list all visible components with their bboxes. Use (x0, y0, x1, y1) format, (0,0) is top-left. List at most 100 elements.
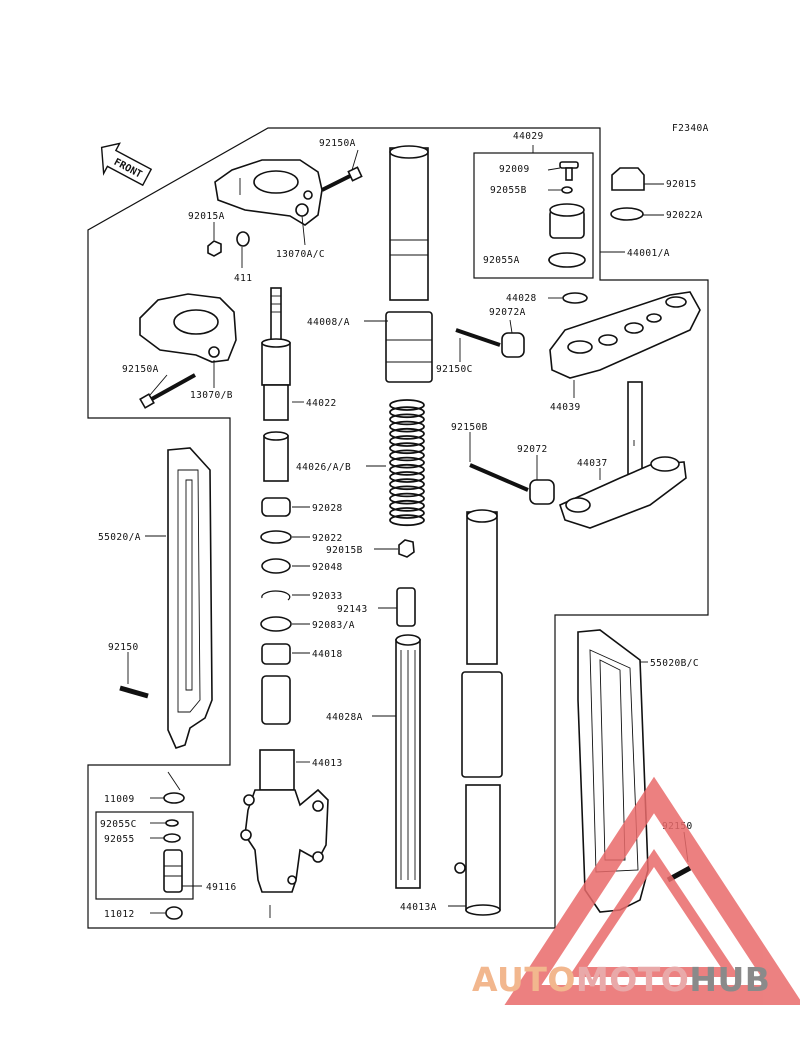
fork-tube-44013 (240, 675, 329, 918)
part-label: 55020B/C (650, 658, 699, 669)
spring-coil (389, 463, 425, 476)
part-label: 92022 (312, 533, 343, 544)
watermark-text: AUTOMOTOHUB (472, 960, 770, 999)
spring-coil (389, 514, 425, 527)
bolt-92150B (469, 463, 529, 492)
spring-coil (389, 499, 425, 512)
clip-92033 (261, 590, 291, 601)
part-label: 92055A (483, 255, 520, 266)
bolt-92150A-lower (139, 373, 196, 409)
part-label: 44018 (312, 649, 343, 660)
bolt-92150-left (119, 685, 149, 699)
part-label: 92033 (312, 591, 343, 602)
part-label: 55020/A (98, 532, 141, 543)
part-label: 44022 (306, 398, 337, 409)
spring-coil (389, 427, 425, 440)
washer-11009 (163, 792, 185, 804)
washer-92022A (610, 207, 644, 221)
clamp-92072A (501, 332, 525, 358)
spring-coil (389, 492, 425, 505)
clamp-92072 (529, 479, 555, 505)
spring-coil (389, 485, 425, 498)
watermark-moto: MOTO (575, 960, 690, 999)
damper-rod-44022 (261, 287, 291, 482)
watermark-auto: AUTO (472, 960, 576, 999)
part-label: 92022A (666, 210, 703, 221)
part-label: 92055C (100, 819, 137, 830)
fork-tube-44008 (385, 145, 433, 383)
triple-clamp-44039 (549, 291, 701, 379)
part-label: 92083/A (312, 620, 355, 631)
upper-fork-clamp (214, 159, 323, 226)
spring-coil (389, 507, 425, 519)
bolt-92009 (559, 161, 579, 181)
leader-lines (127, 149, 689, 914)
subbox-49116 (95, 811, 194, 900)
nut-92015B (398, 539, 415, 558)
bushing-44018 (261, 643, 291, 665)
spring-coil (389, 420, 425, 433)
part-label: 92028 (312, 503, 343, 514)
part-label: 44037 (577, 458, 608, 469)
part-label: 92150A (319, 138, 356, 149)
part-label: 13070/B (190, 390, 233, 401)
diagram-code: F2340A (672, 123, 709, 134)
lower-fork-clamp (139, 293, 237, 363)
part-label: 44028 (506, 293, 537, 304)
part-label: 92150A (122, 364, 159, 375)
cylinder-44028A (395, 634, 421, 889)
spring-coil (389, 406, 425, 419)
spring-coil (389, 456, 425, 469)
part-label: 44029 (513, 131, 544, 142)
bolt-92150A-upper (321, 166, 363, 192)
part-label: 92072A (489, 307, 526, 318)
subbox-44029 (473, 152, 594, 279)
part-label: 92150B (451, 422, 488, 433)
bolt-92150C (455, 328, 501, 347)
spring-coil (389, 471, 425, 483)
part-label: 92048 (312, 562, 343, 573)
spacer-92143 (396, 587, 416, 627)
oil-seal-92048 (261, 558, 291, 574)
spring-coil (389, 399, 425, 411)
part-label: 92055B (490, 185, 527, 196)
washer-44028 (562, 292, 588, 304)
spring-coil (389, 442, 425, 455)
spring-coil (389, 478, 425, 491)
stem-44037 (559, 381, 687, 529)
seal-92028 (261, 497, 291, 517)
part-label: 11009 (104, 794, 135, 805)
spring-coil (389, 413, 425, 426)
nut-92015A (207, 240, 222, 257)
nut-92015 (611, 167, 645, 191)
part-label: 92150 (108, 642, 139, 653)
group-outline (87, 127, 709, 929)
spring-coil (389, 435, 425, 447)
part-label: 411 (234, 273, 252, 284)
oring-92055C (165, 819, 179, 827)
part-label: 92015 (666, 179, 697, 190)
part-label: 92143 (337, 604, 368, 615)
part-label: 92055 (104, 834, 135, 845)
part-label: 11012 (104, 909, 135, 920)
washer-411 (236, 231, 250, 247)
part-label: 92015A (188, 211, 225, 222)
spring-coil (389, 449, 425, 462)
part-label: 92009 (499, 164, 530, 175)
part-label: 44028A (326, 712, 363, 723)
valve-49116 (163, 849, 183, 893)
part-label: 92150C (436, 364, 473, 375)
washer-11012 (165, 906, 183, 920)
front-arrow-icon: FRONT (100, 142, 153, 187)
part-label: 44001/A (627, 248, 670, 259)
oring-92055 (163, 833, 181, 843)
part-label: 44008/A (307, 317, 350, 328)
fork-guard-55020A (167, 447, 213, 749)
watermark-logo-icon (504, 776, 800, 1005)
fork-tube-44013A (454, 509, 503, 916)
part-label: 44013A (400, 902, 437, 913)
bushing-92083 (260, 616, 292, 632)
part-label: 92015B (326, 545, 363, 556)
part-label: 49116 (206, 882, 237, 893)
